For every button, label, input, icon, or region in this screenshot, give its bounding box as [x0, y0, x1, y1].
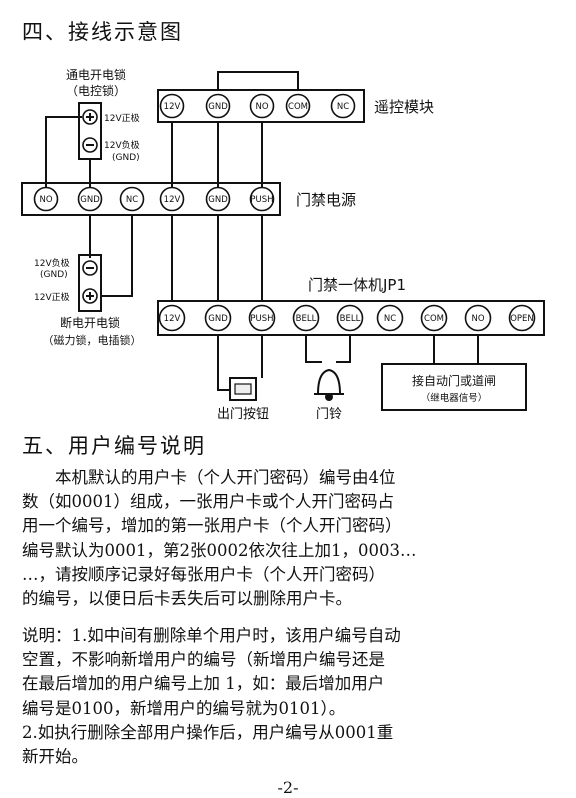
- controller-terminal-label: NO: [471, 314, 484, 324]
- wire-lock-on-pos: [45, 116, 82, 187]
- power-on-lock-neg-label: 12V负极: [104, 139, 140, 151]
- power-on-lock-subtitle: （电控锁）: [66, 83, 126, 98]
- paragraph-line: 本机默认的用户卡（个人开门密码）编号由4位: [55, 468, 396, 487]
- power-on-lock-neg-label-2: (GND): [112, 153, 140, 163]
- auto-door-label: 接自动门或道闸: [412, 373, 496, 388]
- supply-terminal-3: [159, 186, 185, 212]
- remote-terminal-label: GND: [208, 102, 228, 112]
- power-off-lock-neg-label: 12V负极: [34, 257, 70, 269]
- controller-terminal-label: GND: [208, 314, 228, 324]
- remote-terminal-label: NC: [337, 102, 349, 112]
- power-supply-label: 门禁电源: [296, 191, 356, 209]
- notes-paragraph: 说明：1.如中间有删除单个用户时，该用户编号自动 空置，不影响新增用户的编号（新…: [22, 624, 558, 769]
- supply-terminal-label: PUSH: [250, 195, 273, 205]
- power-supply-block: [21, 182, 281, 216]
- note-line: 说明：1.如中间有删除单个用户时，该用户编号自动: [22, 626, 401, 645]
- controller-terminal-label: 12V: [164, 314, 181, 324]
- power-off-lock-subtitle: （磁力锁，电插锁）: [43, 333, 142, 347]
- controller-label: 门禁一体机JP1: [308, 276, 406, 294]
- wire-bell-2: [336, 335, 351, 363]
- controller-terminal-label: NC: [384, 314, 396, 324]
- remote-module-label: 遥控模块: [374, 98, 434, 116]
- user-number-paragraph: 本机默认的用户卡（个人开门密码）编号由4位 数（如0001）组成，一张用户卡或个…: [22, 466, 558, 611]
- controller-terminal-label: OPEN: [510, 314, 534, 324]
- remote-terminal-0: [159, 93, 185, 119]
- remote-terminal-2: [249, 93, 275, 119]
- wiring-diagram: 12V GND NO COM NC NO GND NC 12V GND PUSH 12V GND PUSH…: [21, 67, 545, 422]
- note-line: 2.如执行删除全部用户操作后，用户编号从0001重: [22, 722, 394, 742]
- wire-exit-gnd: [217, 335, 230, 391]
- wire-lock-off-pos: [100, 215, 133, 297]
- power-off-lock-title: 断电开电锁: [60, 315, 120, 330]
- paragraph-line: 数（如0001）组成，一张用户卡或个人开门密码占: [22, 492, 394, 512]
- controller-terminal-6: [420, 304, 448, 332]
- power-off-lock-pos-label: 12V正极: [34, 291, 70, 303]
- paragraph-line: 的编号，以便日后卡丢失后可以删除用户卡。: [22, 589, 352, 609]
- section-5-heading: 五、用户编号说明: [22, 434, 206, 458]
- bell-icon: [316, 368, 342, 395]
- remote-terminal-1: [205, 93, 231, 119]
- controller-terminal-3: [292, 304, 320, 332]
- wire-bell-1: [305, 335, 322, 363]
- supply-terminal-4: [205, 186, 231, 212]
- remote-terminal-label: 12V: [164, 102, 181, 112]
- section-4-heading: 四、接线示意图: [22, 20, 183, 44]
- controller-terminal-8: [508, 304, 536, 332]
- power-on-lock-pos-label: 12V正极: [104, 112, 140, 124]
- supply-terminal-label: GND: [208, 195, 228, 205]
- controller-terminal-4: [336, 304, 364, 332]
- plus-icon: [86, 292, 94, 300]
- auto-door-box: [381, 363, 527, 411]
- controller-terminal-0: [158, 304, 186, 332]
- page-number: -2-: [277, 778, 299, 797]
- controller-terminal-5: [376, 304, 404, 332]
- note-line: 空置，不影响新增用户的编号（新增用户编号还是: [22, 650, 385, 670]
- plus-icon: [86, 113, 94, 121]
- supply-terminal-label: 12V: [164, 195, 181, 205]
- controller-terminal-label: BELL: [340, 314, 361, 324]
- paragraph-line: 编号默认为0001，第2张0002依次往上加1，0003…: [22, 540, 417, 560]
- supply-terminal-1: [77, 186, 103, 212]
- controller-terminal-label: COM: [424, 314, 444, 324]
- supply-terminal-label: NO: [39, 195, 52, 205]
- supply-terminal-0: [33, 186, 59, 212]
- note-line: 在最后增加的用户编号上加 1，如：最后增加用户: [22, 674, 385, 694]
- auto-door-sublabel: （继电器信号）: [421, 392, 488, 404]
- wire-remote-no-com: [217, 71, 299, 90]
- note-line: 新开始。: [22, 747, 88, 767]
- remote-terminal-4: [330, 93, 356, 119]
- remote-terminal-3: [285, 93, 311, 119]
- door-bell-label: 门铃: [316, 407, 342, 422]
- exit-button-label: 出门按钮: [217, 407, 269, 422]
- controller-terminal-2: [248, 304, 276, 332]
- power-on-lock-title: 通电开电锁: [66, 67, 126, 82]
- paragraph-line: 用一个编号，增加的第一张用户卡（个人开门密码）: [22, 516, 402, 536]
- supply-terminal-5: [249, 186, 275, 212]
- supply-terminal-2: [119, 186, 145, 212]
- remote-terminal-label: COM: [288, 102, 308, 112]
- note-line: 编号是0100，新增用户的编号就为0101）。: [22, 698, 346, 718]
- supply-terminal-label: NC: [126, 195, 138, 205]
- remote-terminal-label: NO: [255, 102, 268, 112]
- controller-terminal-1: [204, 304, 232, 332]
- controller-terminal-7: [464, 304, 492, 332]
- power-off-lock-neg-label-2: (GND): [40, 270, 68, 280]
- controller-terminal-label: PUSH: [250, 314, 273, 324]
- controller-terminal-label: BELL: [296, 314, 317, 324]
- supply-terminal-label: GND: [80, 195, 100, 205]
- paragraph-line: …，请按顺序记录好每张用户卡（个人开门密码）: [22, 564, 385, 584]
